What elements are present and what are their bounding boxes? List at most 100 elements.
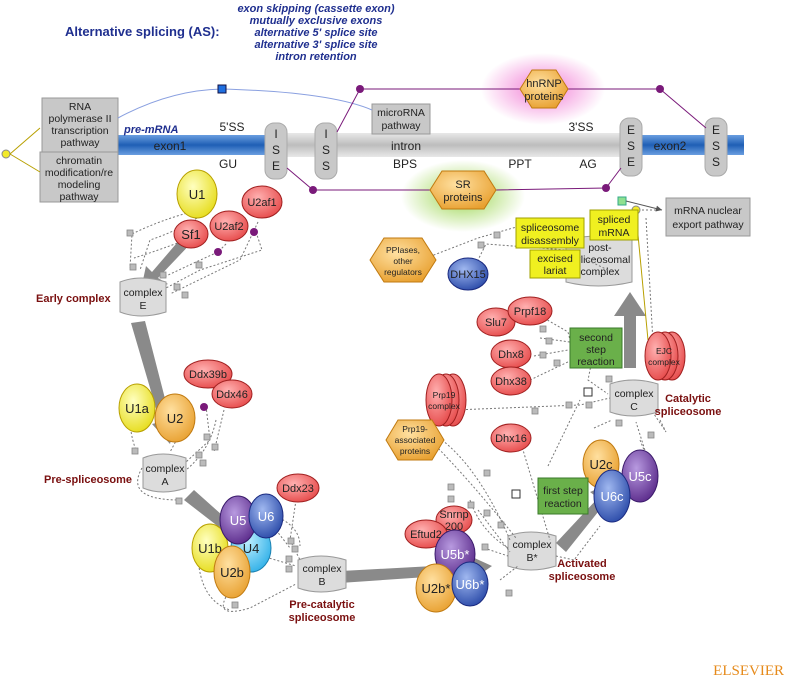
protein-u1a[interactable]: U1a (118, 383, 156, 433)
first-step-reaction[interactable]: first step reaction (537, 477, 589, 515)
input-links (9, 127, 41, 173)
protein-u6c[interactable]: U6c (593, 469, 631, 523)
svg-text:modification/re: modification/re (45, 167, 113, 179)
svg-text:modeling: modeling (58, 179, 101, 191)
svg-text:EJC: EJC (656, 346, 672, 356)
protein-dhx38[interactable]: Dhx38 (490, 366, 532, 396)
spliceosome-disassembly[interactable]: spliceosome disassembly (515, 217, 585, 249)
svg-text:proteins: proteins (400, 446, 430, 456)
protein-u2af2[interactable]: U2af2 (209, 210, 249, 242)
pplases-regulators[interactable]: PPIases, other regulators (369, 237, 437, 283)
post-spliceosomal-complex[interactable]: post- spliceosomal complex (565, 235, 633, 287)
svg-text:Prp19: Prp19 (433, 390, 456, 400)
svg-text:RNA: RNA (69, 101, 91, 113)
spliced-mrna[interactable]: spliced mRNA (589, 209, 639, 241)
premrna-bar: pre-mRNA exon1 exon2 intron 5'SS 3'SS GU… (118, 120, 744, 171)
svg-text:Dhx8: Dhx8 (498, 349, 524, 361)
complex-e[interactable]: complex E (119, 277, 167, 317)
ess-element: E S S (704, 117, 728, 177)
svg-text:Eftud2: Eftud2 (410, 529, 442, 541)
svg-text:chromatin: chromatin (56, 155, 102, 167)
svg-text:Ddx46: Ddx46 (216, 389, 248, 401)
protein-u1[interactable]: U1 (176, 169, 218, 219)
svg-text:U1b: U1b (198, 541, 222, 556)
svg-text:SR: SR (455, 179, 470, 191)
svg-text:C: C (630, 401, 638, 413)
svg-text:transcription: transcription (51, 125, 108, 137)
svg-text:S: S (322, 159, 330, 173)
protein-dhx15[interactable]: DHX15 (447, 257, 489, 291)
catalytic-process-node (583, 387, 593, 397)
protein-ddx23[interactable]: Ddx23 (276, 473, 320, 503)
complex-c[interactable]: complex C (609, 379, 659, 417)
protein-ddx46[interactable]: Ddx46 (211, 379, 253, 409)
blue-square-node (217, 84, 227, 94)
svg-text:pathway: pathway (60, 137, 100, 149)
ppt-label: PPT (508, 157, 532, 171)
ddx-dot (200, 403, 208, 411)
protein-u5[interactable]: U5 (219, 495, 257, 545)
exon1-label: exon1 (154, 139, 187, 153)
as-type-mutually-exclusive: mutually exclusive exons (250, 15, 383, 27)
svg-text:Snrnp: Snrnp (439, 509, 468, 521)
svg-text:U2af2: U2af2 (214, 221, 243, 233)
protein-u6bstar[interactable]: U6b* (451, 561, 489, 607)
complex-bstar[interactable]: complex B* (507, 531, 557, 571)
svg-text:S: S (712, 155, 720, 169)
svg-text:U5c: U5c (628, 469, 652, 484)
as-type-exon-skipping: exon skipping (cassette exon) (237, 3, 394, 15)
protein-ejc-complex[interactable]: EJC complex (644, 331, 686, 381)
chromatin-pathway-box[interactable]: chromatin modification/re modeling pathw… (39, 151, 119, 203)
svg-text:reaction: reaction (577, 356, 615, 368)
complex-a[interactable]: complex A (142, 453, 187, 493)
svg-text:U2: U2 (167, 411, 184, 426)
iss-element: I S S (314, 122, 338, 180)
protein-prp19-complex[interactable]: Prp19 complex (425, 373, 467, 427)
svg-text:spliceosome: spliceosome (521, 222, 580, 234)
stage-catalytic-1: Catalytic (665, 393, 711, 405)
svg-text:U2b: U2b (220, 565, 244, 580)
prp19-associated-proteins[interactable]: Prp19- associated proteins (385, 419, 445, 461)
svg-text:U5b*: U5b* (441, 547, 470, 562)
second-step-reaction[interactable]: second step reaction (569, 327, 623, 369)
as-type-alt-5ss: alternative 5' splice site (254, 27, 377, 39)
svg-text:PPIases,: PPIases, (386, 245, 420, 255)
protein-sf1[interactable]: Sf1 (173, 219, 209, 249)
protein-u2b[interactable]: U2b (213, 545, 251, 599)
svg-text:I: I (324, 127, 327, 141)
svg-text:U5: U5 (230, 513, 247, 528)
svg-text:complex: complex (512, 539, 552, 551)
first-step-process-node (511, 489, 521, 499)
exon2-label: exon2 (654, 139, 687, 153)
protein-dhx8[interactable]: Dhx8 (490, 339, 532, 369)
mrna-export-pathway-box[interactable]: mRNA nuclear export pathway (665, 197, 751, 237)
svg-text:spliceosomal: spliceosomal (570, 254, 631, 266)
svg-text:complex: complex (428, 401, 460, 411)
hnrnp-proteins[interactable]: hnRNP proteins (519, 69, 569, 109)
svg-text:export pathway: export pathway (672, 219, 744, 231)
protein-u2af1[interactable]: U2af1 (241, 185, 283, 219)
protein-u5c[interactable]: U5c (621, 449, 659, 503)
complex-b[interactable]: complex B (297, 555, 347, 593)
premrna-label: pre-mRNA (123, 124, 178, 136)
stage-catalytic-2: spliceosome (655, 406, 722, 418)
protein-u6[interactable]: U6 (248, 493, 284, 539)
rna-pol2-pathway-box[interactable]: RNA polymerase II transcription pathway (41, 97, 119, 153)
microrna-pathway-box[interactable]: microRNA pathway (371, 103, 431, 135)
protein-u2[interactable]: U2 (154, 393, 196, 443)
protein-dhx16[interactable]: Dhx16 (490, 423, 532, 453)
stage-early-complex: Early complex (36, 293, 111, 305)
svg-text:polymerase II: polymerase II (48, 113, 111, 125)
gu-label: GU (219, 157, 237, 171)
protein-ddx39b[interactable]: Ddx39b (183, 359, 233, 389)
svg-text:U1: U1 (189, 187, 206, 202)
svg-text:U2c: U2c (589, 457, 613, 472)
svg-text:pathway: pathway (381, 120, 421, 132)
excised-lariat[interactable]: excised lariat (529, 249, 581, 279)
protein-prpf18[interactable]: Prpf18 (507, 296, 553, 326)
protein-u2bstar[interactable]: U2b* (415, 563, 457, 613)
svg-text:U4: U4 (243, 541, 260, 556)
sr-proteins[interactable]: SR proteins (429, 170, 497, 210)
svg-text:pathway: pathway (59, 191, 99, 203)
protein-slu7[interactable]: Slu7 (476, 307, 516, 337)
